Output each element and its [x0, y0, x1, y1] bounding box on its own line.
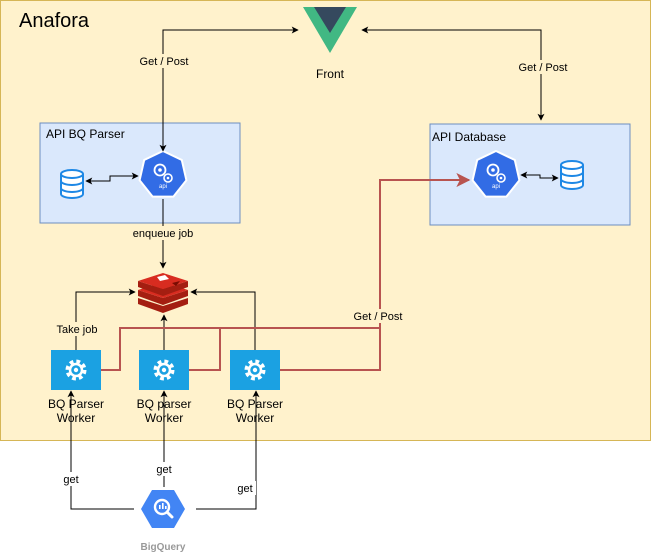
edge-database-internal-db: [520, 171, 559, 182]
edge-label-front-parser: Get / Post: [140, 56, 189, 68]
api-database-label: API Database: [432, 130, 506, 144]
redis-queue-icon: [138, 273, 188, 313]
edge-label-take-job: Take job: [57, 324, 98, 336]
worker-3-label-line2: Worker: [236, 411, 274, 425]
bigquery-label: BigQuery: [140, 542, 185, 553]
edge-front-to-database: [361, 26, 545, 121]
edge-label-get-right: get: [237, 483, 252, 495]
edge-bigquery-to-worker1: [67, 390, 134, 510]
parser-kubernetes-api-icon: api: [138, 150, 188, 198]
database-icon: [560, 160, 584, 190]
worker-1-label-line1: BQ Parser: [48, 397, 104, 411]
bigquery-icon: [141, 490, 185, 528]
edge-label-front-database: Get / Post: [519, 62, 568, 74]
worker-2-icon: [139, 350, 189, 390]
svg-text:api: api: [492, 184, 500, 190]
parser-database-icon: [60, 169, 84, 199]
database-kubernetes-api-icon: api: [471, 150, 521, 198]
edge-worker3-to-redis: [190, 288, 256, 350]
front-label: Front: [316, 67, 345, 81]
worker-3-icon: [230, 350, 280, 390]
edge-label-workers-database: Get / Post: [354, 311, 403, 323]
svg-text:api: api: [159, 184, 167, 190]
api-bq-parser-label: API BQ Parser: [46, 127, 125, 141]
worker-1-label-line2: Worker: [57, 411, 95, 425]
worker-3-label-line1: BQ Parser: [227, 397, 283, 411]
edge-front-to-parser: [159, 26, 299, 152]
vue-logo-icon: [303, 7, 357, 53]
edge-parser-internal-db: [85, 172, 139, 185]
anafora-title: Anafora: [19, 10, 90, 32]
edge-workers-to-api-database: [101, 173, 471, 371]
edge-label-enqueue: enqueue job: [133, 228, 194, 240]
edge-label-get-left: get: [63, 474, 78, 486]
edge-label-get-middle: get: [156, 464, 171, 476]
edge-bigquery-to-worker3: [196, 390, 260, 510]
worker-1-icon: [51, 350, 101, 390]
